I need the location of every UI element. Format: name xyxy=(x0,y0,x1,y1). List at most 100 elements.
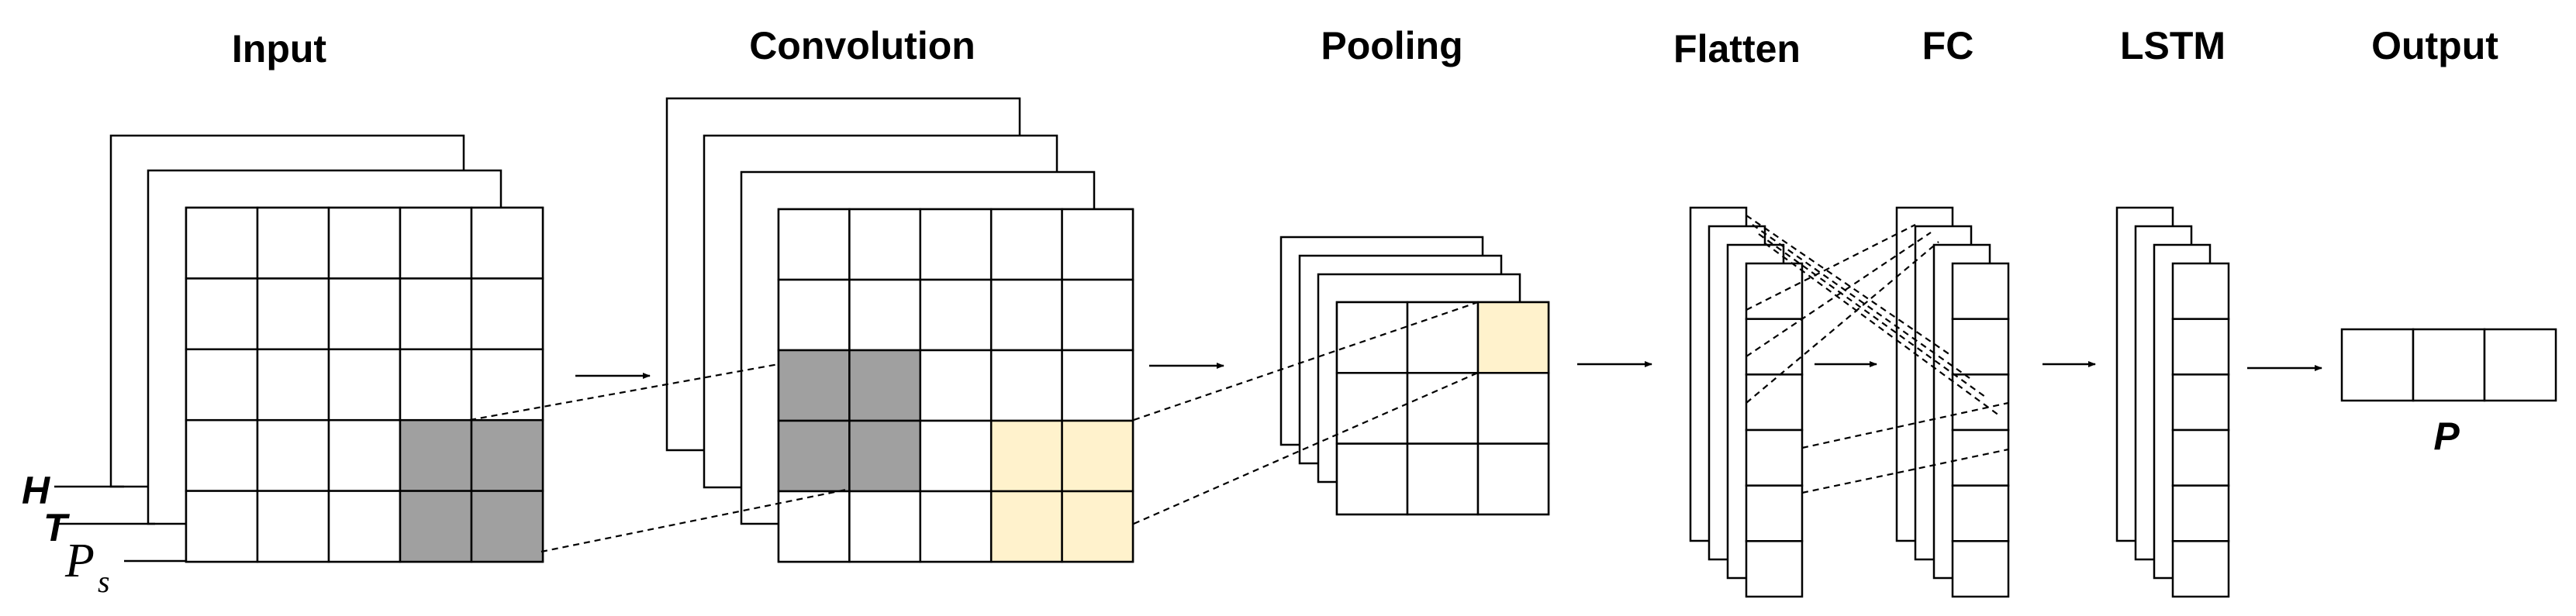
conv-grid-cell xyxy=(919,349,993,422)
input-grid-cell xyxy=(470,206,544,280)
dashed-connector xyxy=(469,363,779,422)
conv-grid-cell xyxy=(1061,490,1134,563)
stage-title-input: Input xyxy=(232,27,327,71)
output-vector xyxy=(2340,328,2557,402)
lstm-stack xyxy=(2115,206,2230,598)
stage-title-convolution: Convolution xyxy=(749,24,975,67)
input-grid-cell xyxy=(256,206,330,280)
flatten-stack xyxy=(1689,206,1804,598)
output-cell xyxy=(2412,328,2486,402)
lstm-cell xyxy=(2171,373,2230,432)
input-grid-cell xyxy=(327,277,402,351)
pool-grid-cell xyxy=(1335,442,1409,516)
conv-grid-cell xyxy=(777,349,851,422)
conv-grid-cell xyxy=(919,419,993,493)
input-grid-cell xyxy=(470,490,544,563)
flatten-cell xyxy=(1745,373,1804,432)
dashed-connector xyxy=(1764,243,2000,416)
input-grid-cell xyxy=(399,348,473,422)
input-grid-cell xyxy=(327,418,402,492)
fc-cell xyxy=(1951,262,2010,320)
input-grid-cell xyxy=(399,277,473,351)
lstm-cell xyxy=(2171,262,2230,320)
input-grid-cell xyxy=(327,348,402,422)
stage-title-pooling: Pooling xyxy=(1321,24,1462,67)
connection-lines xyxy=(469,215,2009,553)
dashed-connector xyxy=(1801,401,2009,449)
lstm-cell xyxy=(2171,540,2230,598)
conv-grid-cell xyxy=(848,490,922,563)
lstm-cell xyxy=(2171,428,2230,487)
fc-cell xyxy=(1951,484,2010,542)
conv-grid-cell xyxy=(919,208,993,281)
conv-grid-cell xyxy=(848,349,922,422)
conv-grid-cell xyxy=(777,278,851,352)
conv-grid-cell xyxy=(1061,419,1134,493)
input-grid-cell xyxy=(185,418,259,492)
conv-grid-cell xyxy=(1061,349,1134,422)
input-grid-cell xyxy=(256,418,330,492)
input-grid-cell xyxy=(470,348,544,422)
label-ps: P xyxy=(64,535,95,587)
input-grid-cell xyxy=(399,206,473,280)
input-grid-cell xyxy=(399,490,473,563)
output-cell xyxy=(2340,328,2415,402)
conv-grid-cell xyxy=(989,208,1063,281)
input-grid-cell xyxy=(256,348,330,422)
conv-grid-cell xyxy=(989,278,1063,352)
pool-grid-cell xyxy=(1406,301,1480,374)
dashed-connector xyxy=(1133,371,1479,525)
stage-title-flatten: Flatten xyxy=(1673,27,1801,71)
input-grid-cell xyxy=(256,277,330,351)
input-grid-cell xyxy=(185,490,259,563)
pool-grid-cell xyxy=(1476,372,1550,445)
pool-grid-cell xyxy=(1406,372,1480,445)
stage-title-fc: FC xyxy=(1922,24,1974,67)
input-stack xyxy=(109,134,544,563)
conv-grid-cell xyxy=(848,419,922,493)
flatten-cell xyxy=(1745,318,1804,376)
conv-grid-cell xyxy=(1061,208,1134,281)
input-grid-cell xyxy=(256,490,330,563)
stage-title-lstm: LSTM xyxy=(2120,24,2226,67)
dashed-connector xyxy=(1746,215,1953,357)
input-grid-cell xyxy=(470,418,544,492)
pool-grid-cell xyxy=(1406,442,1480,516)
conv-grid-cell xyxy=(777,490,851,563)
conv-grid-cell xyxy=(919,490,993,563)
conv-grid-cell xyxy=(989,490,1063,563)
input-grid-cell xyxy=(185,348,259,422)
input-grid-cell xyxy=(327,206,402,280)
fc-cell xyxy=(1951,373,2010,432)
lstm-cell xyxy=(2171,318,2230,376)
fc-cell xyxy=(1951,318,2010,376)
fc-cell xyxy=(1951,428,2010,487)
conv-grid-cell xyxy=(919,278,993,352)
conv-grid-cell xyxy=(777,208,851,281)
label-t: T xyxy=(43,506,71,549)
input-grid-cell xyxy=(327,490,402,563)
output-cell xyxy=(2483,328,2557,402)
conv-grid-cell xyxy=(848,278,922,352)
fc-stack xyxy=(1895,206,2010,598)
conv-grid-cell xyxy=(989,419,1063,493)
dashed-connector xyxy=(1746,232,1932,357)
conv-grid-cell xyxy=(777,419,851,493)
dashed-connector xyxy=(1752,224,1970,379)
input-grid-cell xyxy=(185,277,259,351)
dashed-connector xyxy=(1746,241,1939,404)
flatten-cell xyxy=(1745,428,1804,487)
dashed-connector xyxy=(540,487,851,553)
output-label-p: P xyxy=(2433,415,2460,458)
input-grid-cell xyxy=(185,206,259,280)
pool-grid-cell xyxy=(1476,301,1550,374)
flatten-cell xyxy=(1745,540,1804,598)
label-h: H xyxy=(22,469,50,512)
fc-cell xyxy=(1951,540,2010,598)
conv-grid-cell xyxy=(848,208,922,281)
flatten-cell xyxy=(1745,262,1804,320)
dashed-connector xyxy=(1746,224,1916,311)
flatten-cell xyxy=(1745,484,1804,542)
label-ps-subscript: s xyxy=(98,564,110,599)
